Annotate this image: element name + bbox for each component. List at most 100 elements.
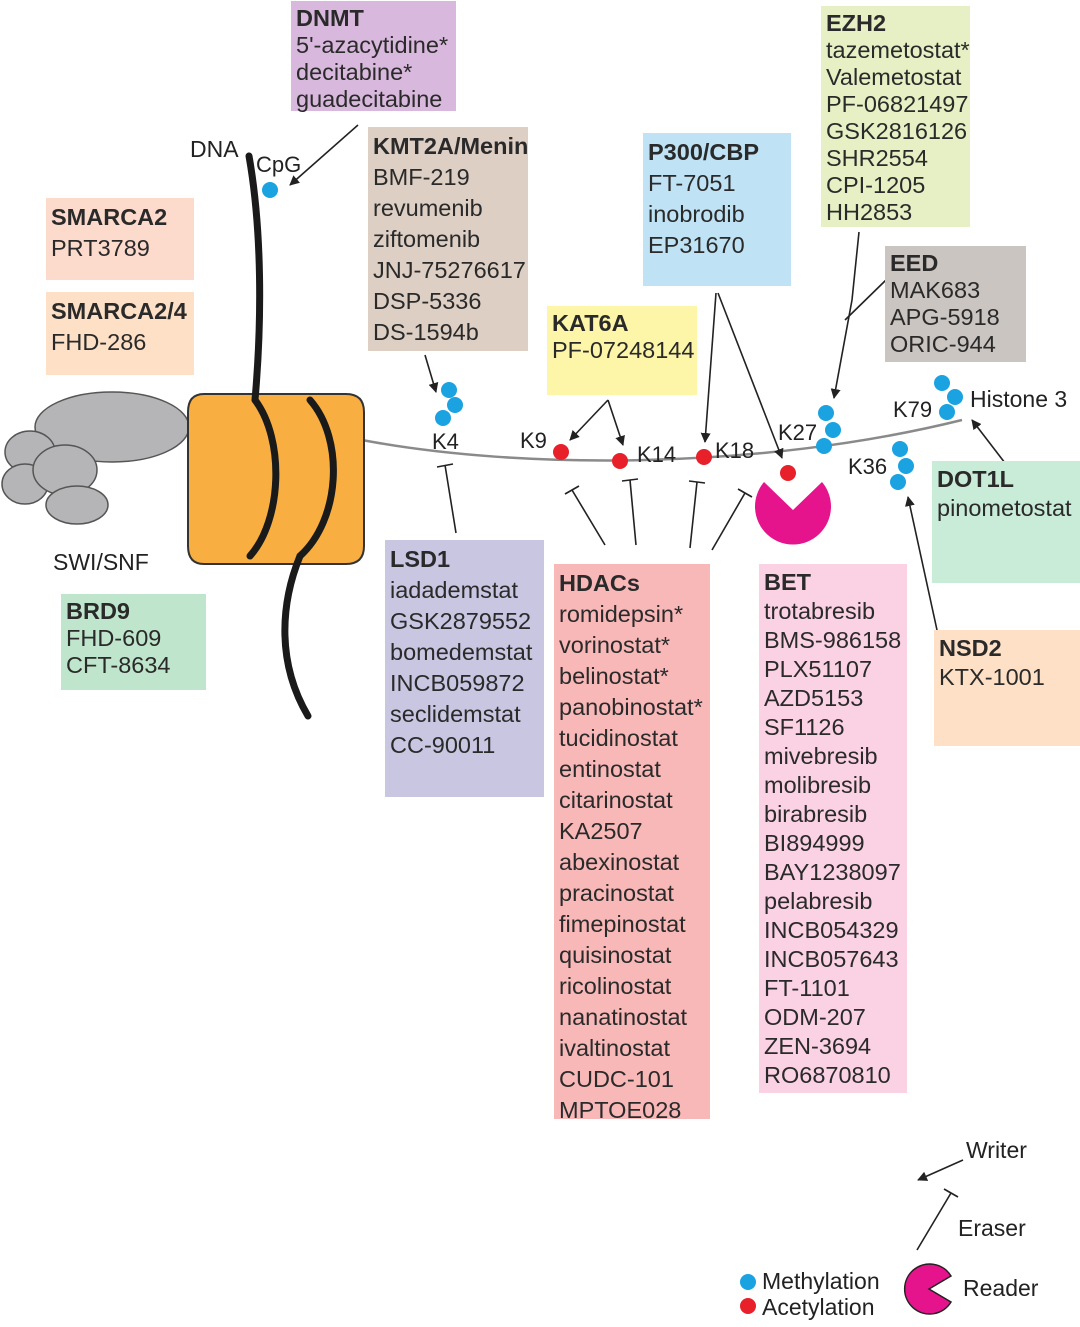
bet-drug-item: INCB054329 [764, 917, 899, 943]
hdacs-drug-item: vorinostat* [559, 632, 671, 658]
hdacs-drug-item: entinostat [559, 756, 661, 782]
bet-drug-item: INCB057643 [764, 946, 899, 972]
dnmt-drug-item: 5'-azacytidine* [296, 32, 449, 58]
bet-drug-item: RO6870810 [764, 1062, 891, 1088]
nsd2-drug-item: KTX-1001 [939, 664, 1045, 690]
dot1l-writer-arrow [971, 419, 1006, 464]
kat6a-title: KAT6A [552, 310, 629, 336]
bet-drug-item: birabresib [764, 801, 868, 827]
hdacs-drug-item: ricolinostat [559, 973, 672, 999]
legend-eraser-label: Eraser [958, 1215, 1026, 1241]
bet-drug-item: BI894999 [764, 830, 865, 856]
lsd1-drug-item: CC-90011 [390, 732, 496, 758]
legend-reader-icon [903, 1263, 953, 1315]
kmt2a-drug-item: DSP-5336 [373, 288, 482, 314]
bet-drug-item: BAY1238097 [764, 859, 901, 885]
k18-acetylation [696, 449, 712, 465]
ezh2-drug-item: CPI-1205 [826, 172, 926, 198]
histone3-label: Histone 3 [970, 386, 1067, 412]
ezh2-drug-item: GSK2816126 [826, 118, 968, 144]
k9-label: K9 [520, 428, 547, 453]
swi-snf-complex [1, 391, 190, 525]
k36-label: K36 [848, 454, 887, 479]
dnmt-title: DNMT [296, 5, 364, 31]
smarca2-title: SMARCA2 [51, 204, 168, 230]
histone-tail [361, 418, 963, 462]
k14-acetylation [612, 453, 628, 469]
dnmt-drug-item: decitabine* [296, 59, 413, 85]
bet-drug-item: molibresib [764, 772, 872, 798]
bet-drug-item: PLX51107 [764, 656, 873, 682]
lsd1-drug-item: seclidemstat [390, 701, 521, 727]
p300-title: P300/CBP [648, 139, 760, 165]
ezh2-writer-arrow [830, 231, 860, 399]
kat6a-writer-arrow-k9 [569, 399, 609, 441]
hdacs-drug-item: abexinostat [559, 849, 680, 875]
cpg-label: CpG [256, 152, 301, 177]
k4-label: K4 [432, 429, 459, 454]
bet-drug-item: FT-1101 [764, 975, 850, 1001]
kat6a-writer-arrow-k14 [607, 399, 625, 446]
p300-writer-arrow-reader [717, 292, 784, 459]
hdacs-drug-item: ivaltinostat [559, 1035, 671, 1061]
hdacs-drug-item: tucidinostat [559, 725, 678, 751]
dna-label: DNA [190, 136, 239, 162]
k14-label: K14 [637, 442, 676, 467]
bet-drug-item: AZD5153 [764, 685, 864, 711]
kat6a-drug-item: PF-07248144 [552, 337, 695, 363]
kmt2a-drug-item: ziftomenib [373, 226, 481, 252]
dot1l-title: DOT1L [937, 466, 1015, 492]
eed-writer-arrow [844, 279, 887, 321]
legend-methylation-label: Methylation [762, 1268, 880, 1294]
cpg-methyl-mark [262, 182, 278, 198]
legend: Writer Eraser Reader Methylation Acetyla… [740, 1137, 1039, 1320]
bet-reader-shape [754, 482, 831, 545]
ezh2-drug-item: Valemetostat [826, 64, 962, 90]
k79-methylation [934, 375, 963, 420]
hdac-eraser-line-3 [689, 481, 698, 549]
p300-drug-item: FT-7051 [648, 170, 736, 196]
p300-writer-arrow-k18 [700, 292, 717, 443]
eed-drug-item: MAK683 [890, 277, 981, 303]
lsd1-drug-item: INCB059872 [390, 670, 525, 696]
dnmt-drug-item: guadecitabine [296, 86, 443, 112]
eed-title: EED [890, 250, 939, 276]
swi-snf-label: SWI/SNF [53, 549, 149, 575]
hdacs-drug-item: nanatinostat [559, 1004, 688, 1030]
lsd1-drug-item: GSK2879552 [390, 608, 532, 634]
kmt2a-drug-item: BMF-219 [373, 164, 470, 190]
bet-drug-item: ZEN-3694 [764, 1033, 872, 1059]
eed-drug-item: APG-5918 [890, 304, 1000, 330]
lsd1-drug-item: iadademstat [390, 577, 519, 603]
kmt2a-drug-item: revumenib [373, 195, 483, 221]
bet-drug-item: mivebresib [764, 743, 878, 769]
k79-label: K79 [893, 397, 932, 422]
ezh2-title: EZH2 [826, 10, 887, 36]
hdacs-drug-item: quisinostat [559, 942, 672, 968]
reader-acetyl-mark [780, 465, 796, 481]
hdacs-drug-item: fimepinostat [559, 911, 686, 937]
bet-drug-item: SF1126 [764, 714, 845, 740]
hdacs-drug-item: CUDC-101 [559, 1066, 674, 1092]
brd9-drug-item: CFT-8634 [66, 652, 171, 678]
lsd1-eraser-line [444, 464, 457, 534]
k27-methylation [816, 405, 841, 454]
eed-drug-item: ORIC-944 [890, 331, 996, 357]
hdacs-drug-item: MPTOE028 [559, 1097, 682, 1123]
smarca24-drug-item: FHD-286 [51, 329, 147, 355]
k27-label: K27 [778, 420, 817, 445]
kmt2a-title: KMT2A/Menin [373, 133, 529, 159]
kmt2a-drug-item: DS-1594b [373, 319, 479, 345]
kmt2a-writer-arrow [424, 354, 439, 393]
hdacs-drug-item: panobinostat* [559, 694, 703, 720]
legend-acetylation-label: Acetylation [762, 1294, 875, 1320]
